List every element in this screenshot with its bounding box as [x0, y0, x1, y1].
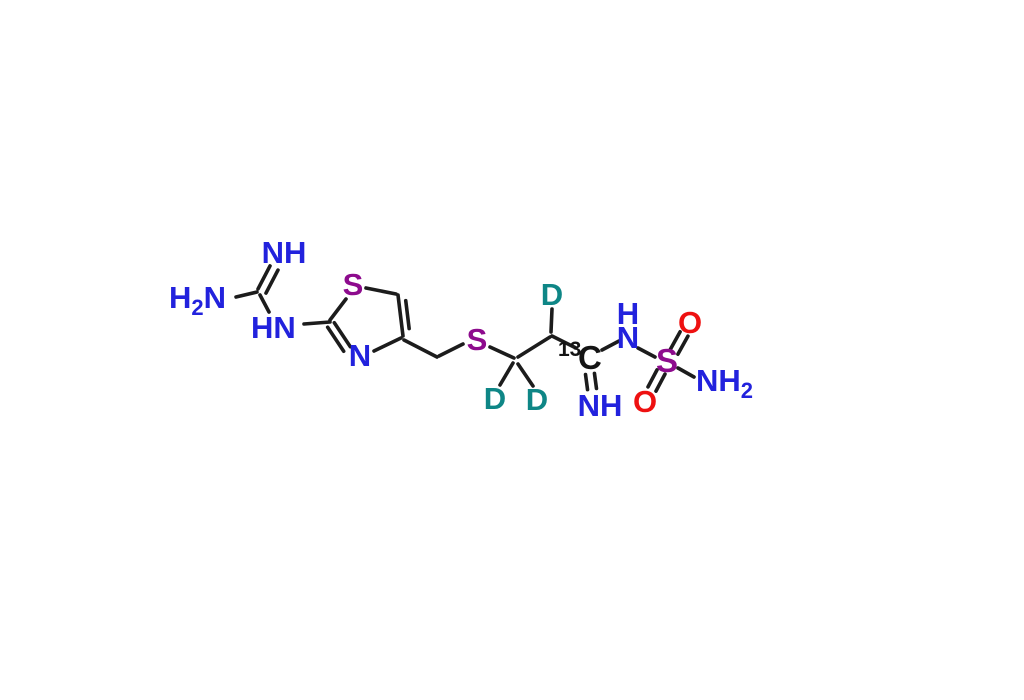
c13-imine-double [592, 371, 599, 391]
atom-label-deuterium-left: D [484, 381, 506, 416]
atom-label-isotope-13-superscript: 13 [558, 338, 581, 361]
guanidine-c-h2n [234, 290, 259, 299]
guanidine-c-imine-double [264, 268, 280, 295]
atom-label-sulfonyl-s: S [656, 342, 678, 379]
cd2-d-left [498, 361, 515, 387]
guanidine-c-hn [258, 293, 271, 314]
s-o-bottom-double [654, 372, 667, 393]
s-o-bottom-double [646, 368, 659, 389]
thiazole-c5-c4-double [396, 293, 405, 338]
thiazole-n3-c2-double [332, 320, 353, 349]
atom-label-sulfamoyl-n: N [617, 320, 639, 355]
c13-sulfamoyl-n [600, 339, 621, 352]
atom-label-sulfamoyl-h: H [617, 296, 639, 331]
thiazole-c2-s1 [328, 297, 348, 322]
chd-d-top [549, 307, 554, 334]
thiazole-c4-ch2 [402, 338, 439, 359]
s-nh2 [676, 366, 696, 379]
atom-label-deuterium-top: D [541, 277, 563, 312]
atom-label-thiazole-s: S [343, 267, 364, 302]
chd-c13 [550, 334, 578, 350]
atom-label-deuterium-right: D [526, 382, 548, 417]
atom-label-sulfonyl-o-bottom: O [633, 384, 657, 419]
atom-label-amidine-c13: C [578, 339, 602, 376]
atom-label-guanidine-hn: HN [251, 310, 296, 345]
cd2-chd [516, 335, 552, 359]
thiazole-n3-c2-double [325, 325, 346, 354]
atom-label-amidine-imine-nh: NH [578, 388, 623, 423]
guanidine-c-imine-double [256, 264, 272, 291]
c13-imine-double [583, 372, 590, 392]
hn-thiazole-c2 [302, 320, 332, 326]
sulfamoyl-n-s [636, 346, 657, 359]
ch2-thioether-s [437, 342, 465, 358]
s-o-top-double [676, 334, 690, 356]
thiazole-c4-n3 [372, 336, 403, 353]
thioether-s-cd2 [488, 345, 516, 360]
atom-label-sulfonamide-nh2: NH2 [696, 363, 753, 403]
atom-label-guanidine-imine-nh: NH [262, 235, 307, 270]
thiazole-c5-c4-double [403, 298, 411, 331]
atom-label-thiazole-n: N [349, 338, 371, 373]
atom-label-sulfonyl-o-top: O [678, 305, 702, 340]
s-o-top-double [668, 330, 682, 352]
atom-label-guanidine-h2n: H2N [169, 280, 226, 320]
cd2-d-right [516, 362, 535, 388]
thiazole-s1-c5 [364, 286, 398, 296]
atom-label-thioether-s: S [467, 322, 488, 357]
